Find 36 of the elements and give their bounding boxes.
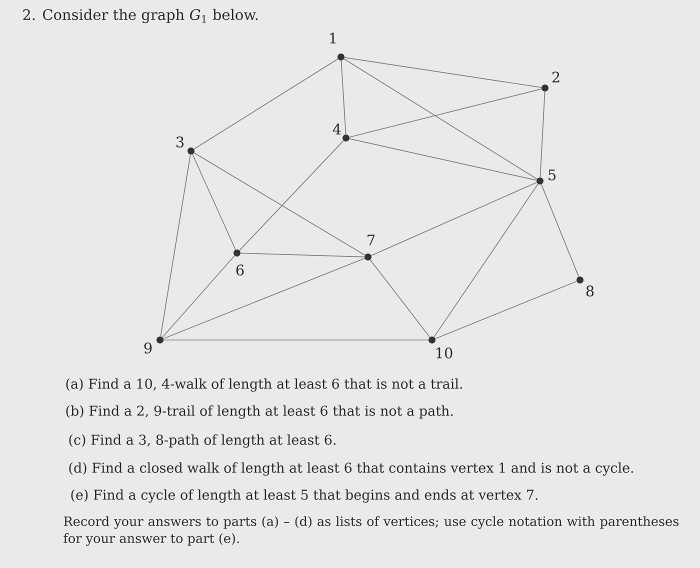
edge-line xyxy=(370,260,430,338)
vertex-number: 2 xyxy=(552,72,560,82)
vertex-number: 4 xyxy=(332,124,341,134)
edge-line xyxy=(162,255,235,338)
edge-line xyxy=(163,258,365,340)
vertex-number: 5 xyxy=(548,170,556,180)
edge-line xyxy=(192,154,236,250)
edge-line xyxy=(370,182,538,256)
instruction-text: Record your answers to parts (a) – (d) as lists of vertices; use cycle notation with parentheses for your answer to part (e). xyxy=(64,516,679,546)
vertex-number: 8 xyxy=(586,286,594,296)
edge-line xyxy=(239,140,344,251)
edge-line xyxy=(435,280,577,340)
heading: 2. Consider the graph G$_{1}$ below. xyxy=(23,8,258,24)
vertex-number: 1 xyxy=(330,32,336,44)
edge-line xyxy=(240,252,365,258)
question-text: (d) Find a closed walk of length at least 6 that contains vertex 1 and is not a cycle. xyxy=(69,462,634,476)
vertex-number: 10 xyxy=(436,348,452,358)
edge-line xyxy=(349,138,537,181)
vertex-number: 6 xyxy=(236,264,244,276)
edge-line xyxy=(160,154,191,337)
vertex-number: 7 xyxy=(368,234,375,246)
question-text: (b) Find a 2, 9-trail of length at least 6 that is not a path. xyxy=(66,405,453,419)
edge-line xyxy=(349,88,542,138)
edge-line xyxy=(344,57,542,88)
edge-line xyxy=(434,184,538,338)
vertex-number: 9 xyxy=(144,342,152,354)
question-text: (a) Find a 10, 4-walk of length at least 6 that is not a trail. xyxy=(66,378,462,392)
edge-line xyxy=(344,58,538,180)
edge-line xyxy=(194,58,338,150)
edge-line xyxy=(540,184,580,277)
edge-line xyxy=(340,60,346,135)
edge-line xyxy=(540,91,546,178)
edge-line xyxy=(194,152,366,256)
question-text: (e) Find a cycle of length at least 5 that begins and ends at vertex 7. xyxy=(71,489,538,503)
question-text: (c) Find a 3, 8-path of length at least 6. xyxy=(69,434,336,448)
vertex-number: 3 xyxy=(176,136,184,148)
